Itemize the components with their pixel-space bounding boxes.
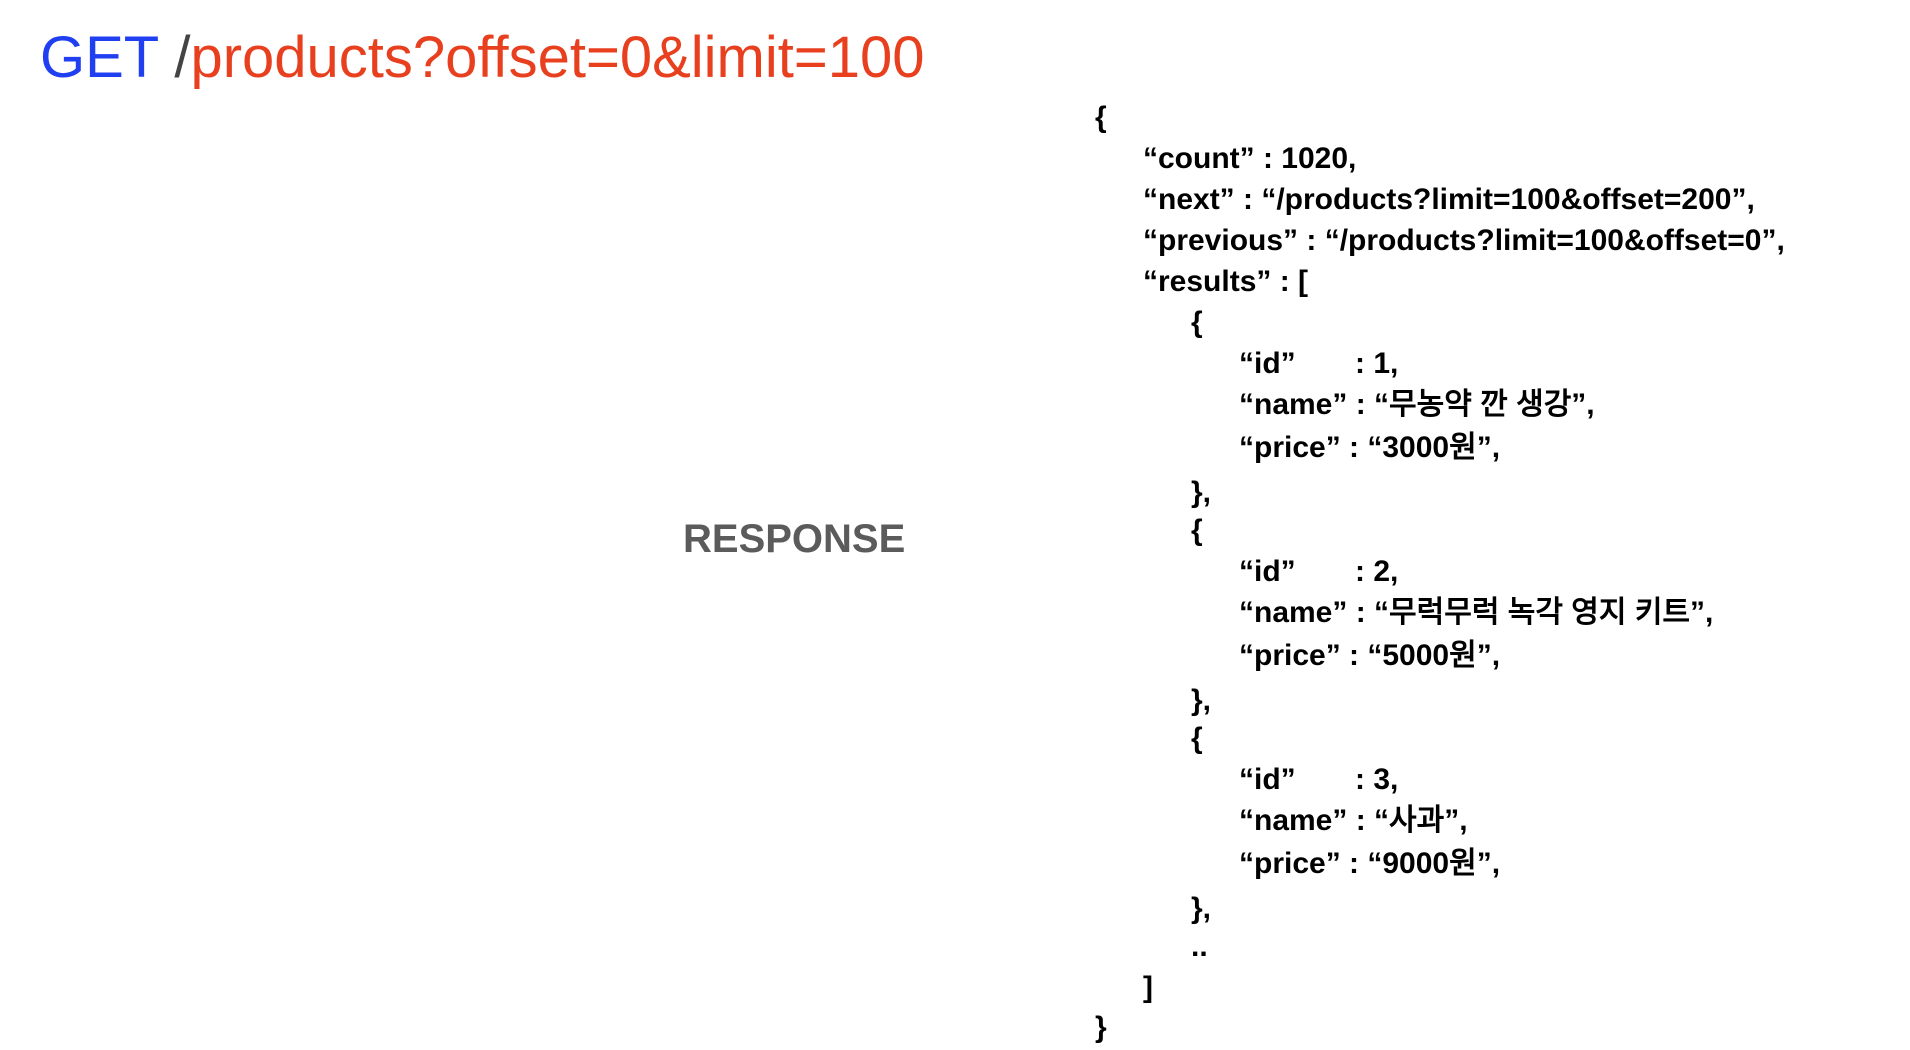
- json-ellipsis: ..: [1191, 930, 1208, 963]
- json-results-line: “results” : [: [1143, 265, 1309, 298]
- result-item-id-line: “id” : 3,: [1239, 762, 1398, 798]
- http-method: GET: [40, 25, 159, 90]
- response-label: RESPONSE: [683, 517, 906, 561]
- json-close-brace: }: [1095, 1011, 1107, 1044]
- id-value: : 1,: [1355, 347, 1399, 380]
- result-item-name-line: “name” : “무럭무럭 녹각 영지 키트”,: [1239, 596, 1714, 629]
- id-key: “id”: [1239, 555, 1296, 588]
- id-value: : 3,: [1355, 763, 1399, 796]
- id-key: “id”: [1239, 763, 1296, 796]
- id-key: “id”: [1239, 347, 1296, 380]
- result-item-close: },: [1191, 892, 1212, 925]
- json-next-line: “next” : “/products?limit=100&offset=200…: [1143, 183, 1755, 216]
- json-count-line: “count” : 1020,: [1143, 142, 1357, 175]
- json-previous-line: “previous” : “/products?limit=100&offset…: [1143, 224, 1785, 257]
- result-item-open: {: [1191, 306, 1203, 339]
- request-line: GET /products?offset=0&limit=100: [40, 22, 925, 94]
- result-item-close: },: [1191, 684, 1212, 717]
- result-item-price-line: “price” : “9000원”,: [1239, 847, 1501, 880]
- result-item-name-line: “name” : “사과”,: [1239, 804, 1468, 837]
- request-path: products?offset=0&limit=100: [190, 25, 925, 90]
- result-item-id-line: “id” : 2,: [1239, 554, 1398, 590]
- json-close-bracket: ]: [1143, 971, 1153, 1004]
- result-item-open: {: [1191, 514, 1203, 547]
- result-item-open: {: [1191, 722, 1203, 755]
- id-value: : 2,: [1355, 555, 1399, 588]
- path-slash: /: [174, 25, 191, 90]
- result-item-name-line: “name” : “무농약 깐 생강”,: [1239, 388, 1595, 421]
- result-item-price-line: “price” : “3000원”,: [1239, 431, 1501, 464]
- json-open-brace: {: [1095, 101, 1107, 134]
- result-item-close: },: [1191, 476, 1212, 509]
- result-item-id-line: “id” : 1,: [1239, 346, 1398, 382]
- result-item-price-line: “price” : “5000원”,: [1239, 639, 1501, 672]
